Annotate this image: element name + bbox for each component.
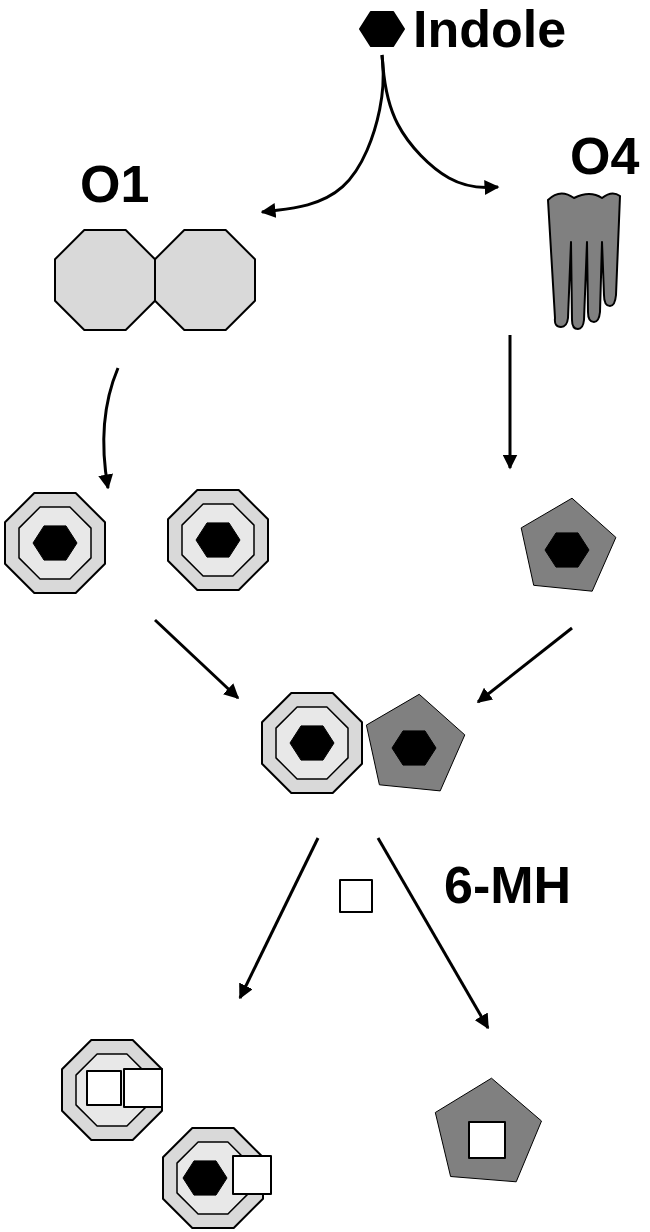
pentagon-cell [435, 1078, 541, 1182]
node-label: Indole [413, 3, 566, 55]
flow-arrow [382, 55, 498, 187]
6mh-square [87, 1071, 121, 1105]
flow-arrow [240, 838, 318, 998]
octagon-cell [262, 693, 362, 793]
octagon-ring [19, 507, 91, 579]
octagon-cell [62, 1040, 162, 1140]
indole-hexagon [545, 533, 589, 567]
indole-hexagon [290, 726, 334, 760]
pentagon-cell [366, 694, 464, 791]
node-label: O4 [570, 130, 639, 182]
pentagon-cell [521, 498, 616, 591]
octagon-ring [276, 707, 348, 779]
node-label: 6-MH [444, 859, 571, 911]
octagon-cell [155, 230, 255, 330]
octagon-cell [55, 230, 155, 330]
node-label: O1 [80, 158, 149, 210]
octagon-cell [168, 490, 268, 590]
octagon-cell [5, 493, 105, 593]
6mh-square [124, 1069, 162, 1107]
indole-hexagon [183, 1161, 227, 1195]
flow-arrow [155, 620, 238, 698]
6mh-square [233, 1156, 271, 1194]
6mh-square [340, 880, 372, 912]
flow-arrow [104, 368, 118, 488]
hyphae-shape [548, 193, 620, 329]
6mh-node: 6-MH [336, 855, 586, 917]
flow-arrow [478, 628, 572, 702]
indole-hexagon [33, 526, 77, 560]
6mh-square [469, 1122, 505, 1158]
indole-hexagon [196, 523, 240, 557]
octagon-ring [182, 504, 254, 576]
o4-organism-node: O4 [498, 130, 643, 335]
flow-arrow [509, 335, 512, 468]
indole-hexagon [360, 12, 404, 46]
indole-label-node: Indole [358, 3, 610, 55]
o1-organism-node: O1 [52, 150, 262, 332]
indole-hexagon [392, 731, 436, 765]
flow-arrow [262, 55, 383, 212]
